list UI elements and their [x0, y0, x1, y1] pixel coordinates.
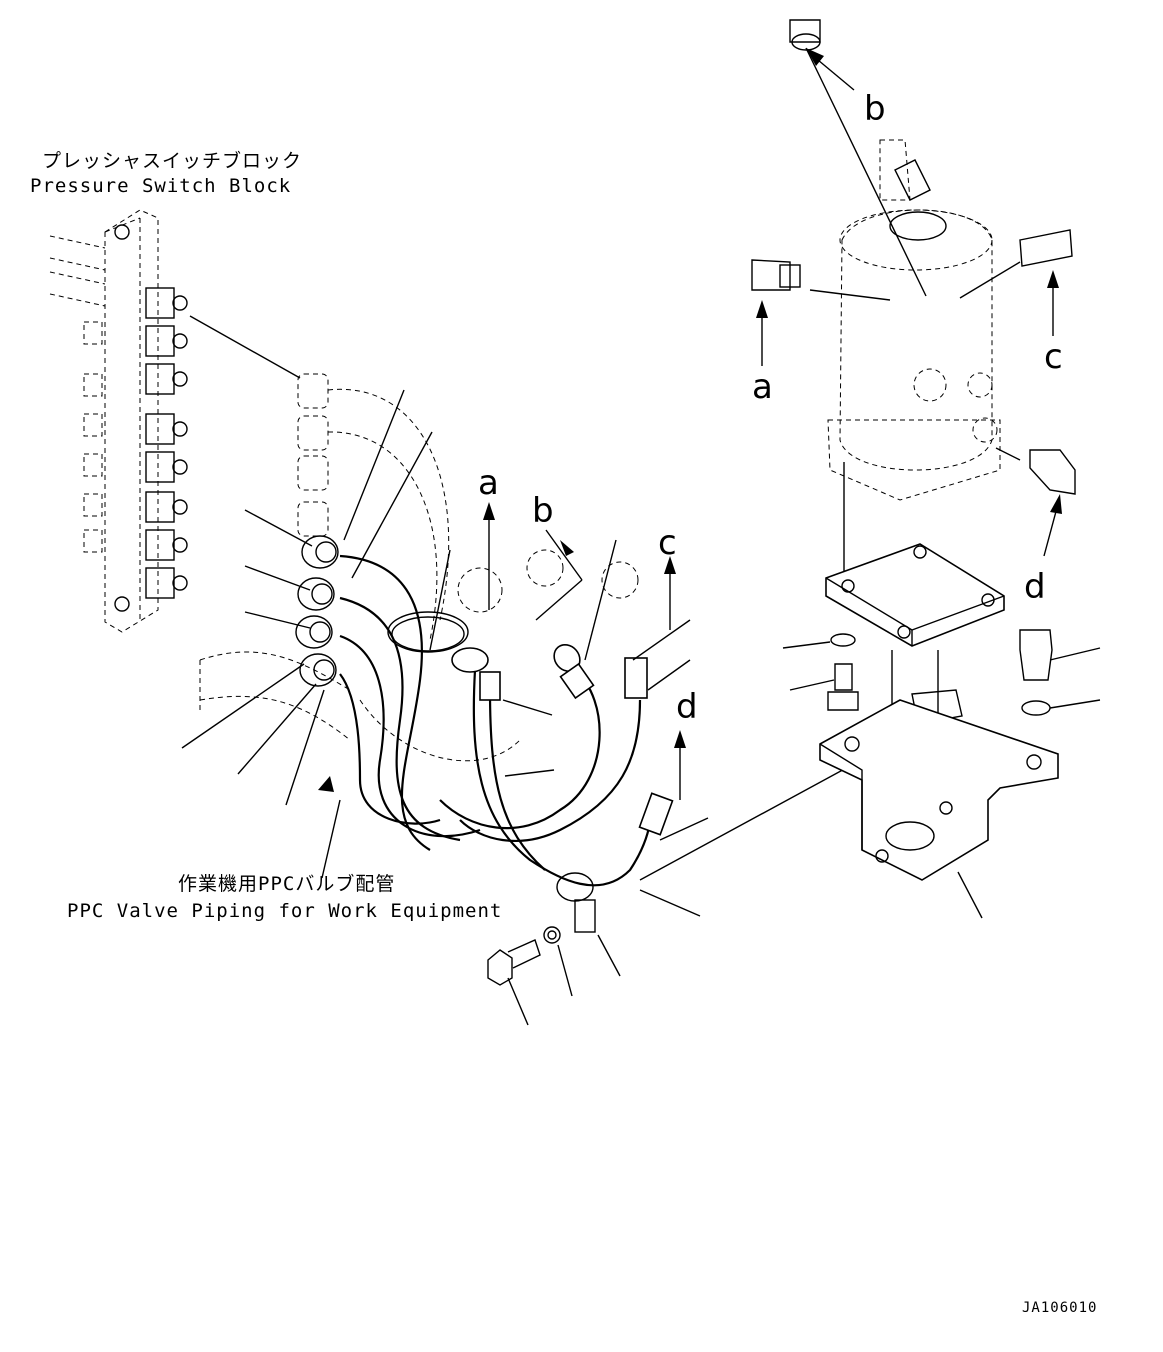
ppc-valve-piping-label-en: PPC Valve Piping for Work Equipment — [67, 900, 503, 922]
reference-letter-a-top: a — [752, 367, 773, 407]
accumulator — [751, 19, 1076, 574]
reference-letter-c-top: c — [1044, 337, 1063, 377]
drawing-code: JA106010 — [1022, 1300, 1098, 1316]
reference-letter-d-mid: d — [676, 687, 698, 727]
ppc-valve-piping-label-jp: 作業機用PPCバルブ配管 — [178, 873, 396, 895]
reference-letter-b-mid: b — [532, 491, 554, 531]
ppc-valve-piping — [181, 373, 921, 1026]
pressure-switch-block — [49, 209, 301, 633]
reference-letter-d-top: d — [1024, 567, 1046, 607]
reference-letter-c-mid: c — [658, 523, 677, 563]
reference-letter-a-mid: a — [478, 463, 499, 503]
pressure-switch-block-label-en: Pressure Switch Block — [30, 175, 292, 197]
pressure-switch-block-label-jp: プレッシャスイッチブロック — [42, 150, 303, 172]
reference-letter-b-top: b — [864, 89, 886, 129]
mounting-bracket — [782, 543, 1101, 919]
